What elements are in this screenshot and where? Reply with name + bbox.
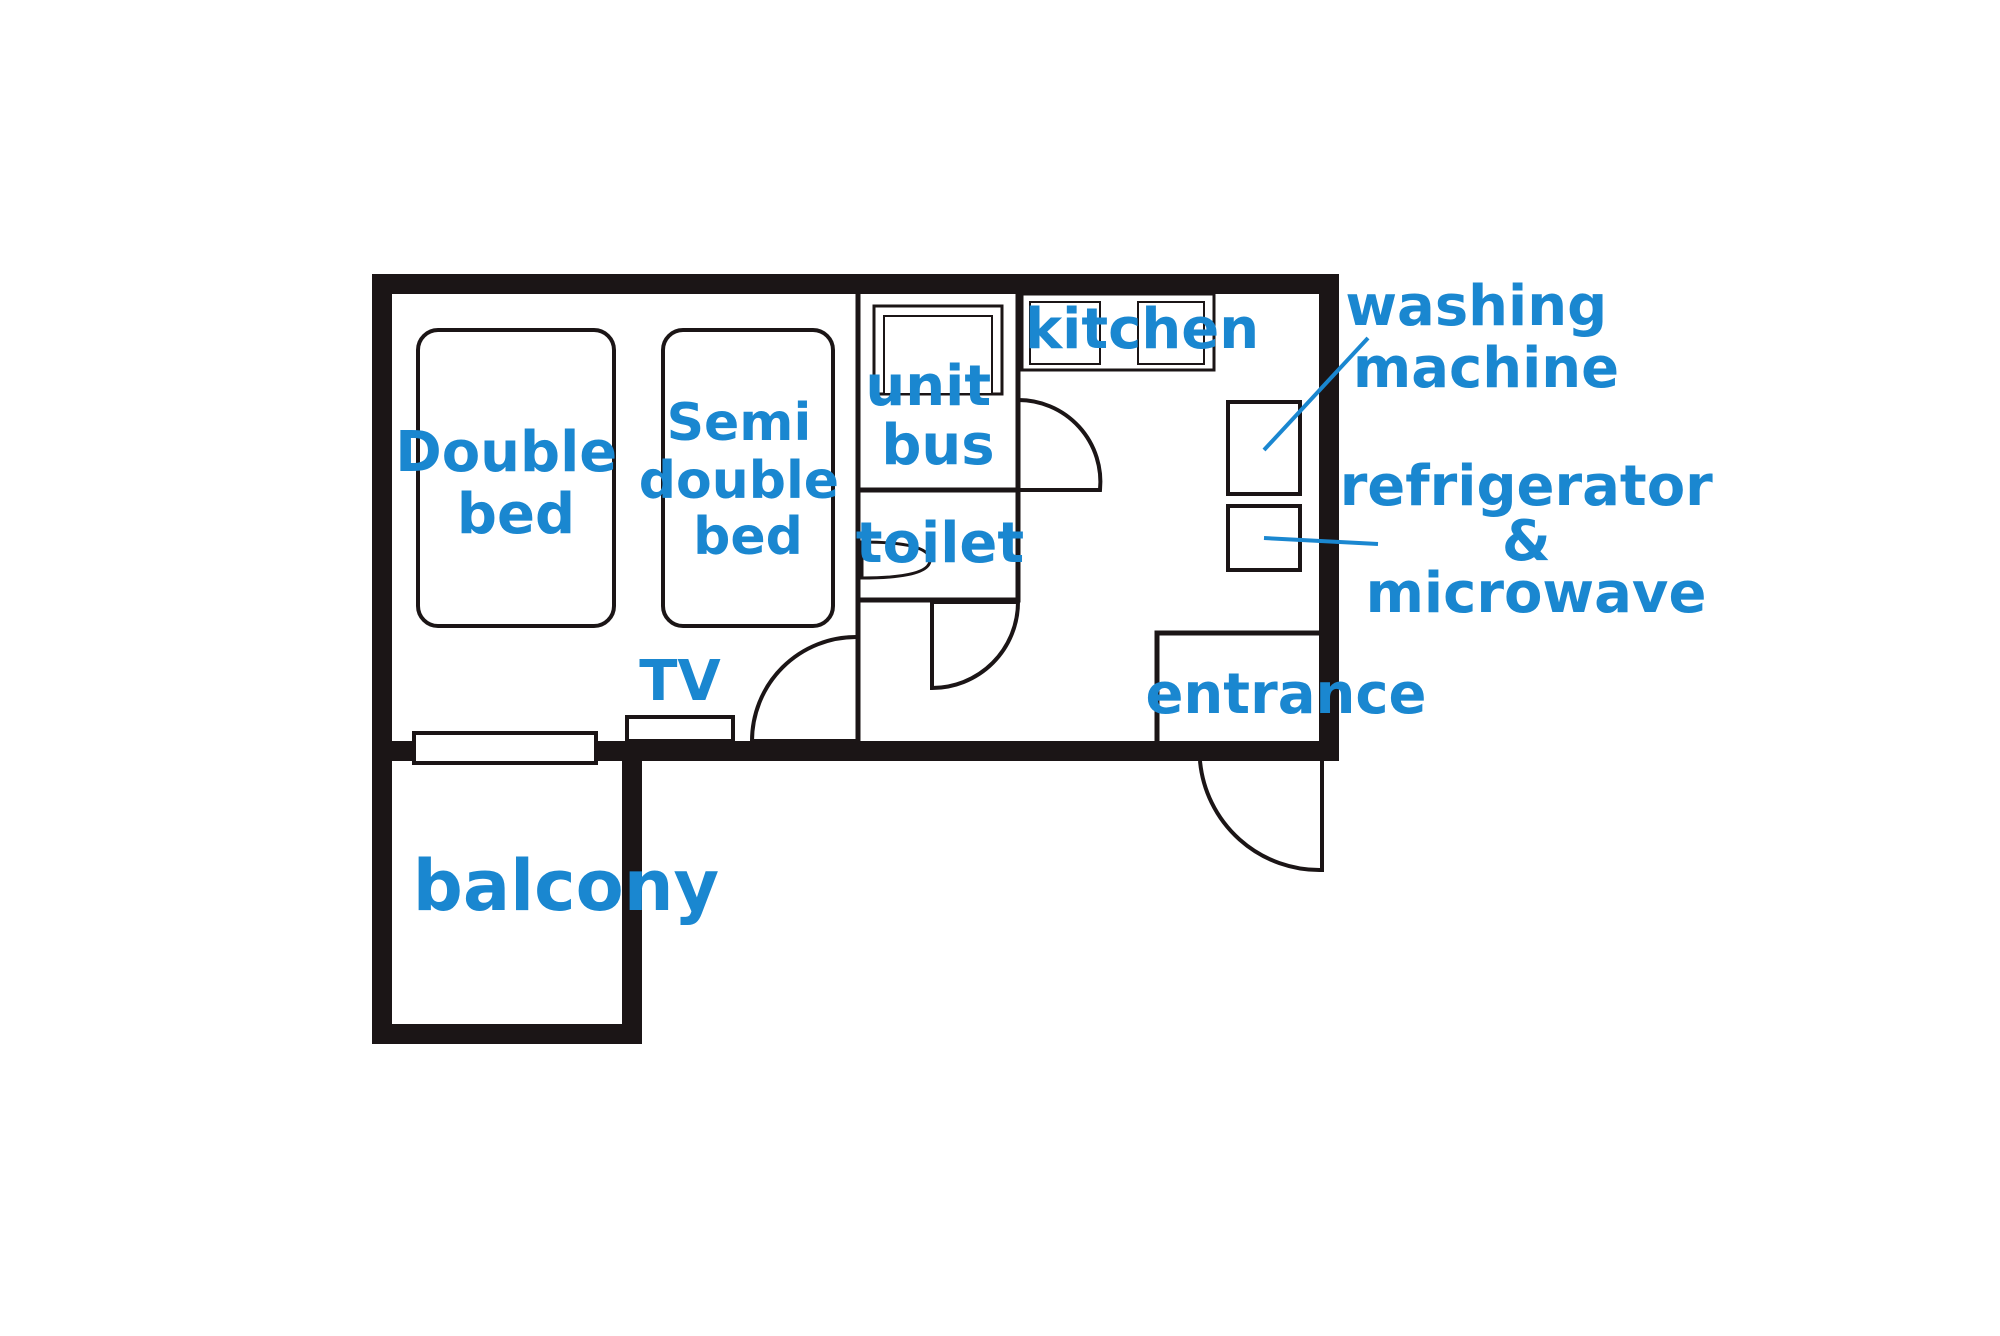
leader-lines bbox=[1262, 336, 1379, 546]
semi-double-bed-shape bbox=[661, 328, 835, 628]
washing-machine-line-1: washing bbox=[1345, 274, 1607, 339]
bath-door bbox=[1016, 397, 1103, 492]
toilet-door bbox=[930, 600, 1021, 691]
unit-bus-line-2: bus bbox=[881, 413, 994, 478]
doors bbox=[749, 397, 1324, 873]
washing-machine-line-2: machine bbox=[1353, 336, 1619, 401]
semi-double-bed-line-2: double bbox=[639, 451, 839, 511]
kitchen-label: kitchen bbox=[1025, 297, 1259, 362]
washing-machine-label: washing machine bbox=[1345, 274, 1626, 401]
balcony-window bbox=[412, 731, 598, 765]
semi-double-bed-line-3: bed bbox=[693, 507, 803, 567]
tv-stand bbox=[625, 715, 735, 743]
balcony-label: balcony bbox=[413, 845, 719, 927]
unit-bus-label: unit bus bbox=[865, 354, 1010, 478]
double-bed-line-1: Double bbox=[395, 420, 617, 485]
toilet-label: toilet bbox=[856, 511, 1024, 576]
semi-double-bed-line-1: Semi bbox=[667, 393, 812, 453]
tv-label: TV bbox=[639, 649, 721, 714]
toilet-bowl bbox=[860, 540, 932, 580]
entrance-door bbox=[1198, 760, 1324, 873]
double-bed-line-2: bed bbox=[457, 482, 575, 547]
refrigerator-line-3: microwave bbox=[1366, 561, 1707, 626]
bathtub-inner bbox=[883, 315, 993, 395]
fixtures bbox=[412, 292, 1302, 765]
entrance-label: entrance bbox=[1145, 662, 1426, 727]
double-bed-shape bbox=[416, 328, 616, 628]
refrigerator-microwave-label: refrigerator & microwave bbox=[1340, 454, 1733, 626]
balcony-wall bbox=[372, 741, 642, 1044]
refrigerator-line-1: refrigerator bbox=[1340, 454, 1713, 519]
kitchen-sink bbox=[1029, 301, 1101, 365]
refrigerator-line-2: & bbox=[1502, 509, 1551, 574]
unit-bus-line-1: unit bbox=[865, 354, 991, 419]
entrance-wall bbox=[1154, 630, 1322, 744]
refrigerator-leader bbox=[1263, 536, 1379, 546]
bedroom-door bbox=[749, 635, 857, 743]
double-bed-label: Double bed bbox=[395, 420, 637, 547]
washing-machine-leader bbox=[1262, 336, 1370, 452]
outer-wall bbox=[372, 274, 1339, 761]
labels: Double bed Semi double bed unit bus toil… bbox=[395, 274, 1733, 927]
semi-double-bed-label: Semi double bed bbox=[639, 393, 857, 567]
walls bbox=[372, 274, 1339, 1044]
kitchen-stove bbox=[1137, 301, 1205, 365]
